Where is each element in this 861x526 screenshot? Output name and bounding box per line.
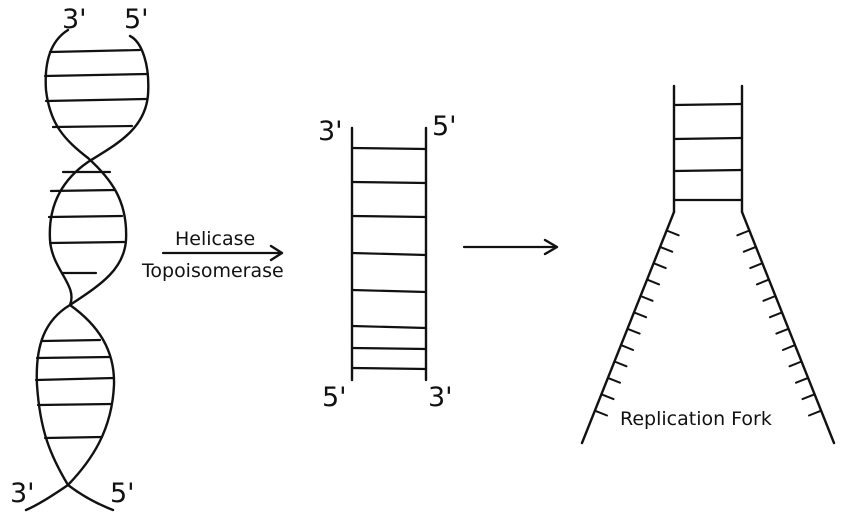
fork-label: Replication Fork bbox=[620, 408, 772, 430]
fork-left-bases bbox=[593, 229, 680, 417]
fork-base-tick bbox=[593, 409, 608, 417]
ladder-rung bbox=[350, 288, 428, 294]
fork-base-tick bbox=[808, 409, 823, 417]
helix-rung bbox=[43, 435, 104, 440]
fork-base-tick bbox=[781, 344, 796, 351]
fork-base-tick bbox=[620, 344, 635, 351]
fork-base-tick bbox=[749, 262, 764, 270]
helix-rung bbox=[36, 402, 114, 407]
helix-rung bbox=[51, 124, 134, 129]
helix-strand-a bbox=[35, 28, 128, 512]
fork-base-tick bbox=[788, 360, 803, 368]
fork-rung bbox=[672, 102, 744, 107]
helix-rung bbox=[44, 97, 148, 103]
ladder-rung bbox=[350, 214, 428, 219]
fork-base-tick bbox=[659, 245, 674, 253]
fork-base-tick bbox=[755, 278, 770, 286]
fork-base-tick bbox=[775, 327, 790, 335]
enzyme-label-topoisomerase: Topoisomerase bbox=[141, 260, 284, 282]
process-arrowhead bbox=[543, 238, 559, 256]
helix-rung bbox=[48, 240, 126, 245]
enzyme-label-helicase: Helicase bbox=[175, 228, 255, 250]
helix-rung bbox=[34, 376, 116, 382]
unwound-ladder: 3' 5' 5' 3' bbox=[318, 111, 457, 413]
helix-rung bbox=[49, 188, 117, 193]
enzyme-arrow-group: Helicase Topoisomerase bbox=[141, 228, 284, 282]
double-helix: 3' 5' 3' 5' bbox=[10, 4, 150, 512]
fork-rung bbox=[672, 168, 744, 173]
fork-left-template-strand bbox=[580, 210, 676, 445]
process-arrow bbox=[462, 238, 559, 256]
fork-base-tick bbox=[742, 245, 757, 253]
ladder-top-left-label: 3' bbox=[318, 116, 343, 147]
fork-right-template-strand bbox=[740, 210, 836, 445]
fork-right-bases bbox=[736, 229, 823, 417]
helix-rung bbox=[41, 338, 102, 343]
ladder-rung bbox=[350, 251, 428, 257]
helix-rung bbox=[43, 72, 150, 78]
ladder-rung bbox=[350, 346, 428, 351]
ladder-rung bbox=[350, 324, 428, 330]
fork-base-tick bbox=[613, 360, 628, 368]
helix-bottom-left-label: 3' bbox=[10, 478, 35, 509]
helix-rung bbox=[48, 48, 142, 54]
fork-base-tick bbox=[639, 295, 654, 302]
fork-base-tick bbox=[736, 229, 751, 237]
fork-base-tick bbox=[600, 393, 615, 401]
ladder-rung bbox=[350, 146, 428, 151]
fork-base-tick bbox=[606, 376, 621, 384]
helix-top-right-label: 5' bbox=[124, 4, 149, 35]
ladder-rung bbox=[350, 366, 428, 371]
fork-base-tick bbox=[633, 311, 648, 319]
helix-bottom-right-label: 5' bbox=[110, 478, 135, 509]
helix-rung bbox=[35, 355, 112, 360]
ladder-rung bbox=[350, 180, 428, 185]
helix-rung bbox=[47, 214, 124, 219]
helix-top-left-label: 3' bbox=[62, 4, 87, 35]
replication-fork: Replication Fork bbox=[580, 84, 836, 445]
ladder-top-right-label: 5' bbox=[432, 111, 457, 142]
fork-base-tick bbox=[646, 278, 661, 286]
fork-base-tick bbox=[762, 295, 777, 302]
fork-base-tick bbox=[795, 376, 810, 384]
fork-base-tick bbox=[665, 229, 680, 237]
ladder-bottom-left-label: 5' bbox=[322, 382, 347, 413]
fork-base-tick bbox=[626, 327, 641, 335]
fork-base-tick bbox=[801, 393, 816, 401]
fork-base-tick bbox=[652, 262, 667, 270]
enzyme-arrowhead bbox=[269, 244, 284, 262]
fork-base-tick bbox=[768, 311, 783, 319]
fork-rung bbox=[672, 136, 744, 141]
ladder-bottom-right-label: 3' bbox=[428, 382, 453, 413]
